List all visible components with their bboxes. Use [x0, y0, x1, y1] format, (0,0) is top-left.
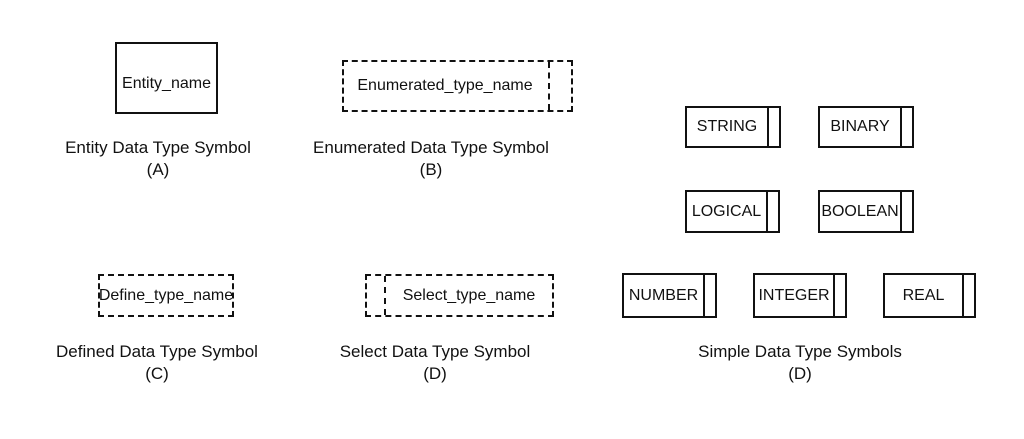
defined-data-type-box: Define_type_name — [98, 274, 234, 317]
enumerated-right-divider-line — [548, 62, 550, 110]
entity-caption-tag: (A) — [146, 160, 170, 179]
simple-type-box-string: STRING — [685, 106, 781, 148]
real-label: REAL — [902, 286, 945, 304]
select-caption-text: Select Data Type Symbol — [339, 342, 531, 361]
boolean-label: BOOLEAN — [821, 202, 899, 220]
simple-type-box-integer: INTEGER — [753, 273, 847, 318]
enumerated-caption-text: Enumerated Data Type Symbol — [313, 138, 549, 157]
simple-caption-text: Simple Data Type Symbols — [698, 342, 902, 361]
enumerated-caption: Enumerated Data Type Symbol (B) — [311, 137, 551, 181]
boolean-right-divider-line — [900, 192, 902, 231]
defined-caption-text: Defined Data Type Symbol — [56, 342, 258, 361]
simple-type-box-boolean: BOOLEAN — [818, 190, 914, 233]
select-data-type-box: Select_type_name — [365, 274, 554, 317]
entity-caption: Entity Data Type Symbol (A) — [38, 137, 278, 181]
select-caption-tag: (D) — [423, 364, 447, 383]
select-caption: Select Data Type Symbol (D) — [315, 341, 555, 385]
select-box-label: Select_type_name — [402, 286, 536, 304]
defined-box-label: Define_type_name — [98, 286, 234, 304]
entity-data-type-box: Entity_name — [115, 42, 218, 114]
integer-right-divider-line — [833, 275, 835, 316]
simple-type-box-real: REAL — [883, 273, 976, 318]
enumerated-box-label: Enumerated_type_name — [357, 77, 533, 94]
simple-caption-tag: (D) — [788, 364, 812, 383]
select-left-divider-line — [384, 276, 386, 315]
simple-type-box-number: NUMBER — [622, 273, 717, 318]
logical-label: LOGICAL — [691, 202, 762, 220]
binary-label: BINARY — [830, 118, 890, 135]
logical-right-divider-line — [766, 192, 768, 231]
number-right-divider-line — [703, 275, 705, 316]
entity-box-label: Entity_name — [122, 75, 211, 92]
entity-caption-text: Entity Data Type Symbol — [65, 138, 251, 157]
real-right-divider-line — [962, 275, 964, 316]
simple-caption: Simple Data Type Symbols (D) — [680, 341, 920, 385]
string-right-divider-line — [767, 108, 769, 146]
string-label: STRING — [696, 118, 758, 135]
defined-caption-tag: (C) — [145, 364, 169, 383]
integer-label: INTEGER — [758, 286, 830, 304]
number-label: NUMBER — [628, 286, 699, 304]
enumerated-data-type-box: Enumerated_type_name — [342, 60, 573, 112]
simple-type-box-binary: BINARY — [818, 106, 914, 148]
enumerated-caption-tag: (B) — [419, 160, 443, 179]
simple-type-box-logical: LOGICAL — [685, 190, 780, 233]
defined-caption: Defined Data Type Symbol (C) — [37, 341, 277, 385]
binary-right-divider-line — [900, 108, 902, 146]
